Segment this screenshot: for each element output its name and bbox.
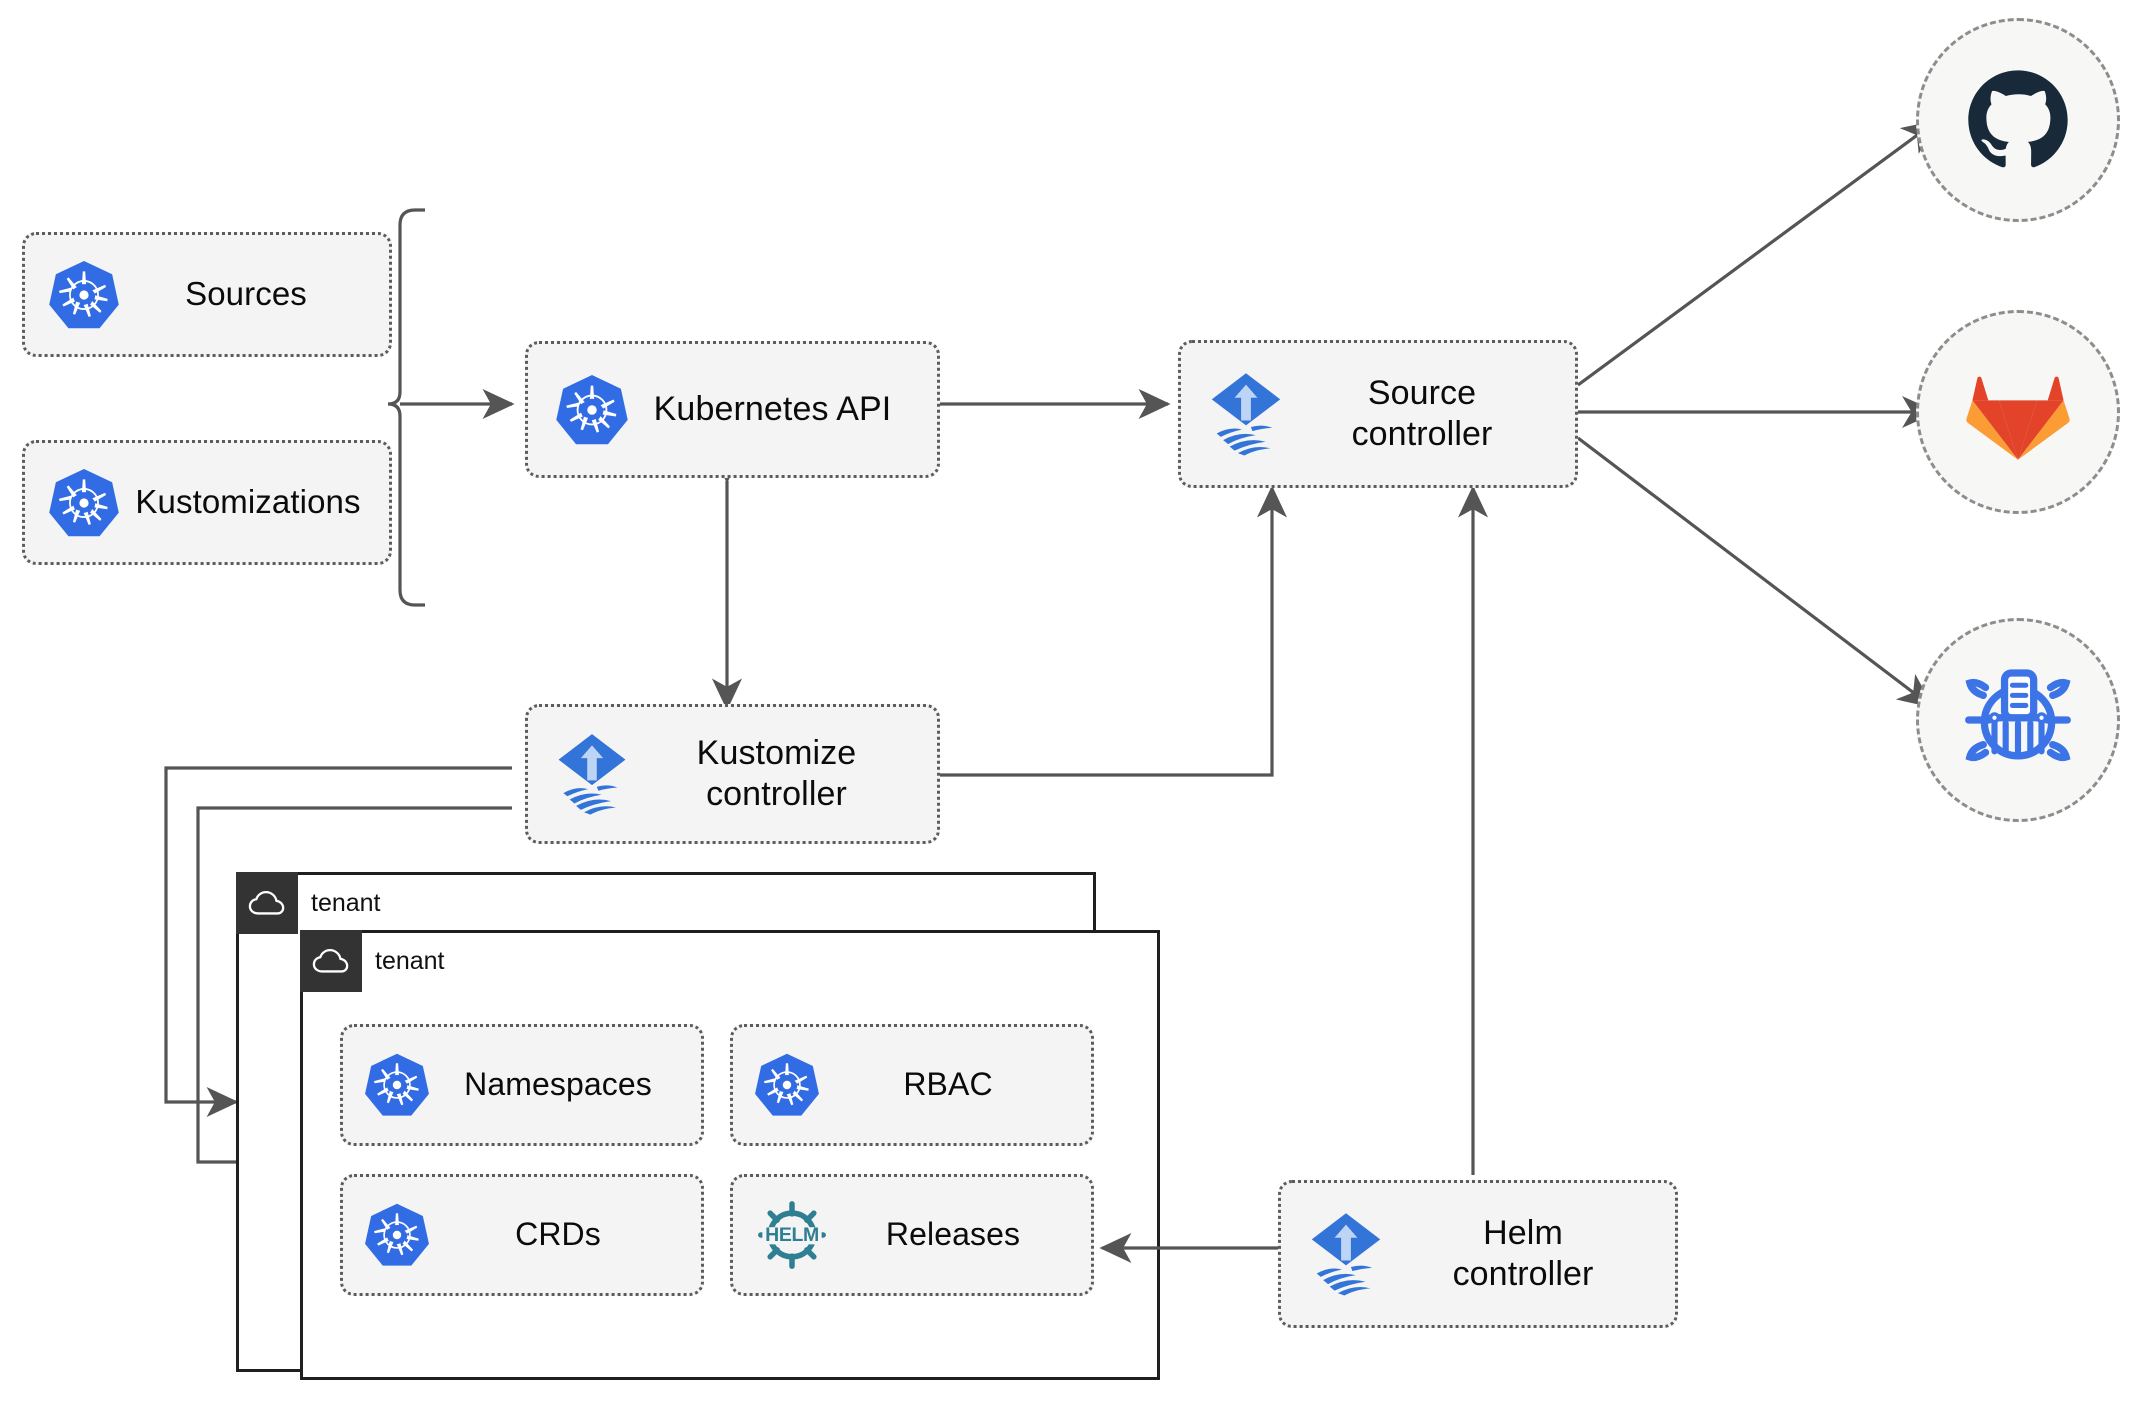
node-label: Source controller [1351, 373, 1493, 453]
endpoint-gitlab[interactable] [1916, 310, 2120, 514]
node-label: Kustomizations [135, 483, 361, 521]
kubernetes-icon [753, 1051, 821, 1119]
kubernetes-icon [47, 466, 121, 540]
helm-icon: HELM [753, 1196, 831, 1274]
node-releases[interactable]: HELM Releases [730, 1174, 1094, 1296]
node-crds[interactable]: CRDs [340, 1174, 704, 1296]
endpoint-github[interactable] [1916, 18, 2120, 222]
group-bracket [387, 208, 425, 607]
cloud-icon [236, 872, 298, 934]
node-label: RBAC [903, 1066, 993, 1103]
cloud-icon [300, 930, 362, 992]
flux-icon [1305, 1210, 1387, 1298]
svg-text:HELM: HELM [765, 1224, 819, 1246]
edge-source-to-helm-repo [1577, 436, 1934, 708]
node-label: Helm controller [1452, 1213, 1594, 1293]
endpoint-helm-repository[interactable] [1916, 618, 2120, 822]
gitlab-icon [1966, 376, 2070, 460]
node-label: Releases [885, 1216, 1021, 1253]
flux-icon [1205, 370, 1287, 458]
kubernetes-icon [554, 372, 630, 448]
helm-repository-icon [1965, 669, 2071, 762]
node-namespaces[interactable]: Namespaces [340, 1024, 704, 1146]
github-icon [1968, 70, 2068, 168]
node-kustomizations[interactable]: Kustomizations [22, 440, 392, 565]
edge-source-to-github [1577, 120, 1938, 387]
node-kustomize-controller[interactable]: Kustomize controller [525, 704, 940, 844]
node-label: Kustomize controller [696, 733, 857, 813]
kubernetes-icon [363, 1201, 431, 1269]
kubernetes-icon [363, 1051, 431, 1119]
kubernetes-icon [47, 258, 121, 332]
node-rbac[interactable]: RBAC [730, 1024, 1094, 1146]
tenant-label: tenant [311, 889, 381, 917]
node-label: CRDs [515, 1216, 601, 1253]
tenant-panel-front: tenant [300, 930, 1160, 1380]
node-sources[interactable]: Sources [22, 232, 392, 357]
flux-icon [552, 731, 632, 817]
node-label: Namespaces [464, 1066, 652, 1103]
node-source-controller[interactable]: Source controller [1178, 340, 1578, 488]
tenant-label: tenant [375, 947, 445, 975]
edge-kustomize-to-source [938, 485, 1288, 777]
node-helm-controller[interactable]: Helm controller [1278, 1180, 1678, 1328]
node-kubernetes-api[interactable]: Kubernetes API [525, 341, 940, 478]
node-label: Kubernetes API [653, 389, 892, 428]
node-label: Sources [185, 275, 307, 313]
